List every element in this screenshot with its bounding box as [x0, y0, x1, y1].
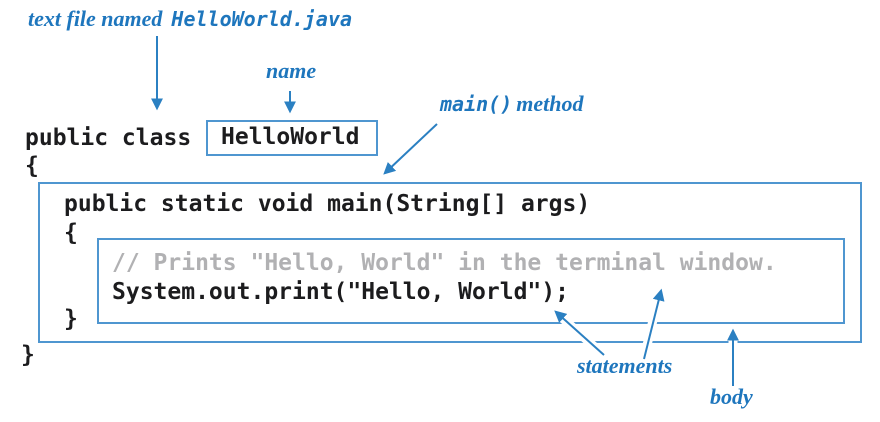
code-class-open-brace: {	[25, 153, 39, 179]
name-annotation: name	[266, 58, 317, 83]
code-comment: // Prints "Hello, World" in the terminal…	[112, 250, 777, 276]
main-method-arrow	[383, 123, 438, 175]
method-body-box	[38, 182, 862, 343]
main-method-annotation-code: main()	[440, 92, 513, 116]
code-main-signature: public static void main(String[] args)	[64, 191, 591, 217]
main-method-annotation: main()method	[440, 91, 583, 117]
file-annotation-text: text file named	[28, 6, 163, 31]
statements-box	[97, 238, 845, 324]
code-class-name: HelloWorld	[221, 124, 360, 150]
file-annotation-filename: HelloWorld.java	[171, 7, 353, 31]
code-class-close-brace: }	[21, 342, 35, 368]
classname-highlight-box	[206, 120, 378, 156]
main-method-annotation-text: method	[516, 91, 584, 116]
code-print-statement: System.out.print("Hello, World");	[112, 279, 569, 305]
file-annotation: text file named HelloWorld.java	[28, 6, 352, 32]
code-main-open-brace: {	[64, 220, 78, 246]
code-class-keyword: public class	[25, 125, 192, 151]
statements-annotation: statements	[577, 353, 673, 378]
body-annotation: body	[710, 384, 753, 409]
code-main-close-brace: }	[64, 306, 78, 332]
